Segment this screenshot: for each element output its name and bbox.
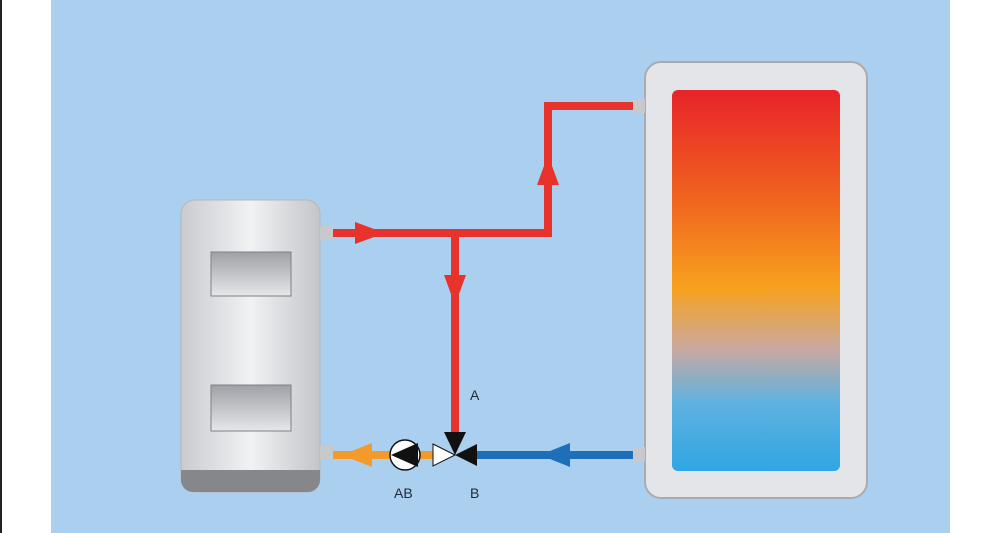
label-a: A xyxy=(470,387,480,403)
boiler-inlet-connector xyxy=(320,446,333,460)
hot-pipe xyxy=(333,102,633,432)
mixing-valve-icon xyxy=(432,432,477,467)
tank-bottom-connector xyxy=(633,447,645,461)
arrow-up-icon xyxy=(537,155,559,185)
storage-tank xyxy=(633,61,868,499)
arrow-down-icon xyxy=(444,275,466,305)
left-edge-line xyxy=(0,0,2,533)
tank-top-connector xyxy=(633,99,645,113)
label-ab: AB xyxy=(394,485,413,501)
boiler-window-bottom xyxy=(210,384,292,432)
label-b: B xyxy=(470,485,479,501)
boiler-outlet-connector xyxy=(320,226,333,240)
pump-icon xyxy=(389,439,421,471)
arrow-left-orange-icon xyxy=(342,443,372,467)
arrow-left-icon xyxy=(540,443,570,467)
boiler-window-top xyxy=(210,251,292,297)
arrow-right-icon xyxy=(355,222,385,244)
boiler xyxy=(180,199,333,493)
